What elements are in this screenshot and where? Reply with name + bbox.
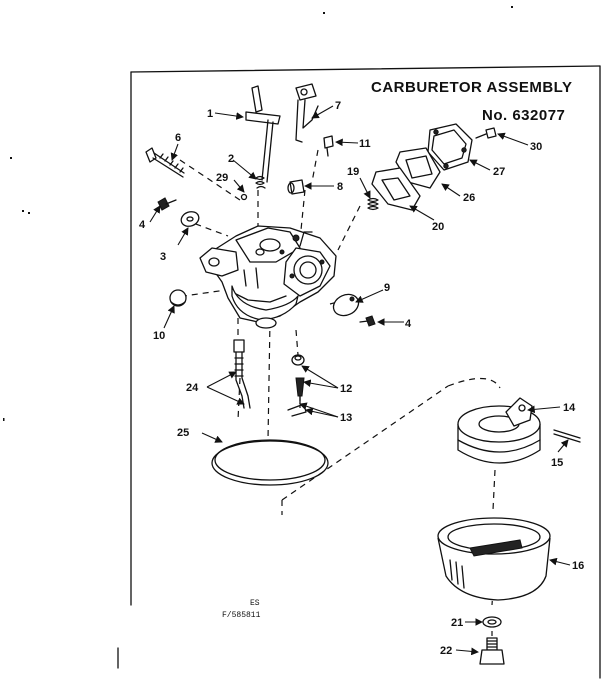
seat-part-12 — [291, 354, 305, 366]
screw-part-11 — [323, 135, 334, 157]
footer-code-es: ES — [250, 599, 260, 608]
frame — [117, 65, 601, 679]
plug-part-10 — [169, 289, 187, 307]
washer-part-3 — [180, 211, 200, 227]
float-part-14 — [457, 397, 541, 464]
callout-7: 7 — [335, 100, 341, 112]
diagram-subtitle: No. 632077 — [482, 107, 565, 124]
pump-cover-part-27 — [427, 123, 473, 171]
washer-part-21 — [482, 616, 502, 628]
callout-21: 21 — [451, 617, 463, 629]
ball-part-29 — [240, 193, 248, 201]
callout-15: 15 — [551, 457, 563, 469]
screw-part-4-upper — [157, 197, 177, 211]
choke-shaft-part-7 — [295, 83, 319, 143]
callout-9: 9 — [384, 282, 390, 294]
float-bowl-part-16 — [437, 517, 551, 601]
scan-specks — [3, 6, 513, 421]
callout-24: 24 — [186, 382, 199, 394]
callout-3: 3 — [160, 251, 166, 263]
throttle-shaft-part-1 — [245, 85, 281, 183]
callout-leaders — [149, 105, 571, 656]
callout-14: 14 — [563, 402, 576, 414]
callout-11: 11 — [359, 138, 371, 150]
clip-part-13 — [287, 403, 307, 417]
callout-29: 29 — [216, 172, 228, 184]
spring-part-2 — [255, 175, 266, 189]
callout-22: 22 — [440, 645, 452, 657]
throttle-plate-part-9 — [332, 293, 360, 317]
footer-code-part: F/585811 — [222, 611, 261, 620]
screw-part-6 — [145, 147, 185, 178]
spring-part-19 — [367, 197, 379, 211]
callout-12: 12 — [340, 383, 352, 395]
needle-part-12 — [295, 377, 305, 405]
carburetor-body — [199, 225, 337, 329]
callout-1: 1 — [207, 108, 213, 120]
callout-8: 8 — [337, 181, 343, 193]
callout-labels: 1 2 3 4 4 6 7 8 9 10 11 12 13 14 15 16 1… — [139, 100, 584, 657]
callout-4-upper: 4 — [139, 219, 146, 231]
gasket-ring-part-25 — [211, 439, 329, 486]
callout-6: 6 — [175, 132, 181, 144]
callout-19: 19 — [347, 166, 359, 178]
callout-4-lower: 4 — [405, 318, 412, 330]
callout-30: 30 — [530, 141, 542, 153]
callout-10: 10 — [153, 330, 165, 342]
bushing-part-8 — [287, 179, 305, 195]
screw-part-4-lower — [359, 315, 376, 327]
diagram-title: CARBURETOR ASSEMBLY — [371, 79, 572, 96]
callout-2: 2 — [228, 153, 234, 165]
callout-13: 13 — [340, 412, 352, 424]
callout-25: 25 — [177, 427, 189, 439]
callout-16: 16 — [572, 560, 584, 572]
float-pin-part-15 — [553, 429, 581, 443]
needle-valve-part-24 — [233, 339, 251, 409]
screw-part-30 — [475, 127, 497, 139]
bolt-part-22 — [479, 637, 505, 665]
callout-20: 20 — [432, 221, 444, 233]
callout-27: 27 — [493, 166, 505, 178]
callout-26: 26 — [463, 192, 475, 204]
